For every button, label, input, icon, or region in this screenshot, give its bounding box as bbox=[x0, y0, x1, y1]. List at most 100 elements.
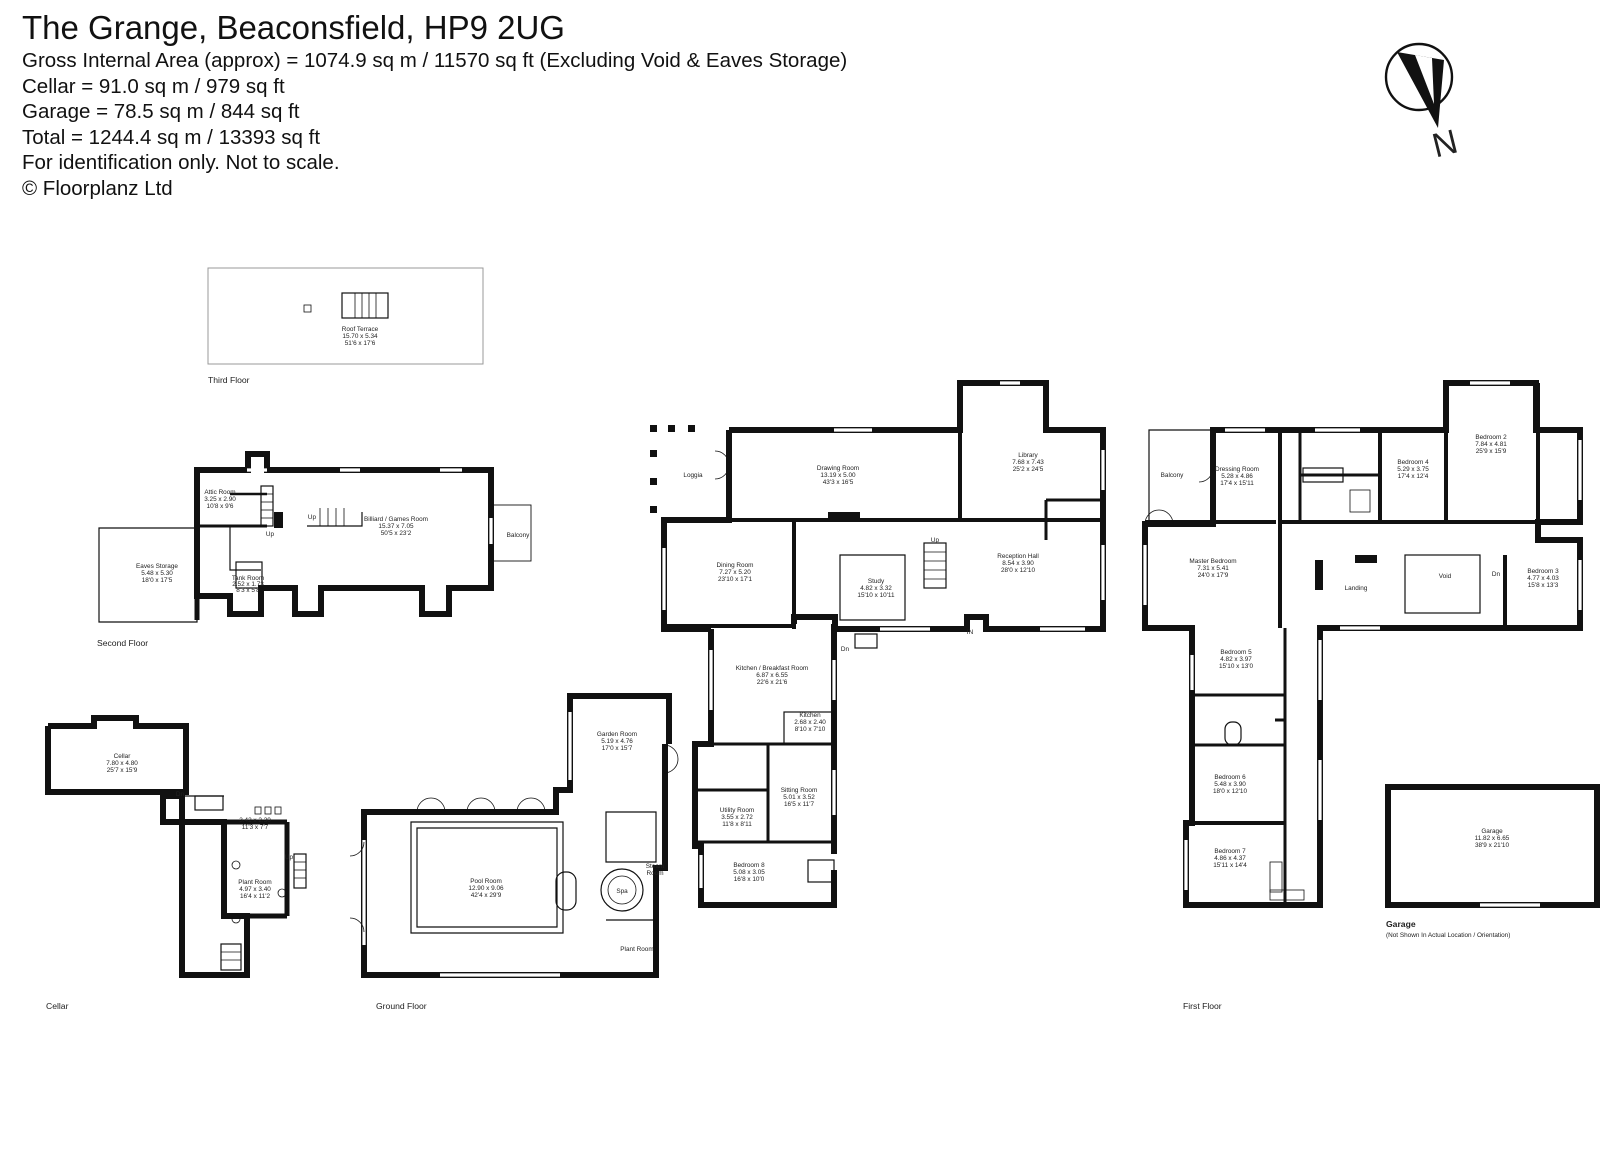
room-imperial-sitting-room: 16'5 x 11'7 bbox=[784, 801, 814, 808]
room-imperial-roof-terrace: 51'6 x 17'6 bbox=[345, 340, 376, 347]
room-name-eaves-storage: Eaves Storage bbox=[136, 563, 178, 570]
room-metric-bedroom-3: 4.77 x 4.03 bbox=[1527, 575, 1559, 582]
room-imperial-plant-room-cellar: 16'4 x 11'2 bbox=[240, 893, 270, 900]
room-name-bedroom-6: Bedroom 6 bbox=[1214, 774, 1246, 781]
room-name-bedroom-2: Bedroom 2 bbox=[1475, 434, 1507, 441]
entrance-marker: IN bbox=[967, 629, 974, 636]
room-metric-bedroom-6: 5.48 x 3.90 bbox=[1214, 781, 1246, 788]
floor-label-cellar: Cellar bbox=[46, 1001, 69, 1011]
plan-header: The Grange, Beaconsfield, HP9 2UG Gross … bbox=[22, 8, 847, 201]
floor-label-ground: Ground Floor bbox=[376, 1001, 427, 1011]
room-metric-billiard: 15.37 x 7.05 bbox=[378, 523, 414, 530]
garage-note: (Not Shown In Actual Location / Orientat… bbox=[1386, 932, 1510, 939]
cellar-area: Cellar = 91.0 sq m / 979 sq ft bbox=[22, 74, 285, 98]
room-metric-drawing-room: 13.19 x 5.00 bbox=[820, 472, 856, 479]
gross-internal-area: Gross Internal Area (approx) = 1074.9 sq… bbox=[22, 49, 848, 72]
room-name-library: Library bbox=[1018, 452, 1038, 459]
room-name-drawing-room: Drawing Room bbox=[817, 465, 859, 472]
room-imperial-study: 15'10 x 10'11 bbox=[857, 592, 895, 599]
room-metric-master-bedroom: 7.31 x 5.41 bbox=[1197, 565, 1229, 572]
floor-label-second: Second Floor bbox=[97, 638, 148, 648]
room-metric-garage: 11.82 x 6.65 bbox=[1475, 835, 1510, 842]
room-imperial-dressing-room: 17'4 x 15'11 bbox=[1220, 480, 1254, 487]
room-imperial-garage: 38'9 x 21'10 bbox=[1475, 842, 1510, 849]
room-metric-garden-room: 5.19 x 4.76 bbox=[601, 738, 633, 745]
room-metric-study: 4.82 x 3.32 bbox=[860, 585, 892, 592]
room-imperial-cellar-store: 11'3 x 7'7 bbox=[242, 824, 269, 831]
ground-floor-plan: Loggia Drawing Room 13.19 x 5.00 43'3 x … bbox=[349, 380, 1106, 1011]
north-label: N bbox=[1428, 123, 1461, 166]
property-title: The Grange, Beaconsfield, HP9 2UG bbox=[22, 9, 565, 46]
room-imperial-library: 25'2 x 24'5 bbox=[1013, 466, 1044, 473]
room-imperial-kitchen: 8'10 x 7'10 bbox=[795, 726, 826, 733]
room-name-pool-room: Pool Room bbox=[470, 878, 502, 885]
garage-plan: Garage 11.82 x 6.65 38'9 x 21'10 Garage … bbox=[1385, 784, 1600, 939]
stair-up-second-a: Up bbox=[266, 531, 275, 538]
room-metric-bedroom-4: 5.29 x 3.75 bbox=[1397, 466, 1429, 473]
room-name-billiard: Billiard / Games Room bbox=[364, 516, 428, 523]
room-metric-pool-room: 12.90 x 9.06 bbox=[468, 885, 504, 892]
room-metric-kitchen: 2.68 x 2.40 bbox=[794, 719, 826, 726]
room-name-cellar: Cellar bbox=[114, 753, 132, 760]
room-imperial-kitchen-breakfast: 22'6 x 21'6 bbox=[757, 679, 788, 686]
room-name-steam-room-a: Steam bbox=[646, 863, 664, 870]
room-name-balcony-first: Balcony bbox=[1161, 472, 1185, 479]
room-name-void: Void bbox=[1439, 573, 1452, 580]
room-name-kitchen-breakfast: Kitchen / Breakfast Room bbox=[736, 665, 808, 672]
room-metric-library: 7.68 x 7.43 bbox=[1012, 459, 1044, 466]
room-imperial-pool-room: 42'4 x 29'9 bbox=[471, 892, 502, 899]
room-name-garden-room: Garden Room bbox=[597, 731, 637, 738]
room-metric-roof-terrace: 15.70 x 5.34 bbox=[342, 333, 378, 340]
room-imperial-bedroom-5: 15'10 x 13'0 bbox=[1219, 663, 1254, 670]
floor-label-first: First Floor bbox=[1183, 1001, 1222, 1011]
stair-down-first: Dn bbox=[1492, 571, 1501, 578]
cellar-plan: Cellar 7.80 x 4.80 25'7 x 15'9 3.42 x 2.… bbox=[45, 715, 307, 1011]
room-name-bedroom-8: Bedroom 8 bbox=[733, 862, 765, 869]
floor-label-garage: Garage bbox=[1386, 919, 1416, 929]
room-imperial-bedroom-7: 15'11 x 14'4 bbox=[1213, 862, 1247, 869]
room-metric-reception-hall: 8.54 x 3.90 bbox=[1002, 560, 1034, 567]
stair-up-second-b: Up bbox=[308, 514, 317, 521]
room-name-spa: Spa bbox=[616, 888, 628, 895]
room-name-sitting-room: Sitting Room bbox=[781, 787, 818, 794]
room-metric-tank-room: 2.52 x 1.73 bbox=[232, 581, 264, 588]
room-imperial-cellar: 25'7 x 15'9 bbox=[107, 767, 138, 774]
room-metric-cellar-store: 3.42 x 2.30 bbox=[239, 817, 271, 824]
room-name-plant-room-ground: Plant Room bbox=[620, 946, 653, 953]
room-imperial-garden-room: 17'0 x 15'7 bbox=[602, 745, 633, 752]
room-imperial-bedroom-2: 25'9 x 15'9 bbox=[1476, 448, 1507, 455]
room-name-reception-hall: Reception Hall bbox=[997, 553, 1039, 560]
room-name-bedroom-5: Bedroom 5 bbox=[1220, 649, 1252, 656]
first-floor-plan: Balcony Dressing Room 5.28 x 4.86 17'4 x… bbox=[1142, 380, 1583, 1011]
room-metric-eaves-storage: 5.48 x 5.30 bbox=[141, 570, 173, 577]
room-imperial-tank-room: 8'3 x 5'8 bbox=[236, 587, 260, 594]
room-metric-bedroom-8: 5.08 x 3.05 bbox=[733, 869, 765, 876]
room-metric-bedroom-2: 7.84 x 4.81 bbox=[1475, 441, 1507, 448]
room-metric-utility-room: 3.55 x 2.72 bbox=[721, 814, 753, 821]
room-name-dressing-room: Dressing Room bbox=[1215, 466, 1259, 473]
room-imperial-billiard: 50'5 x 23'2 bbox=[381, 530, 412, 537]
room-name-bedroom-4: Bedroom 4 bbox=[1397, 459, 1429, 466]
room-metric-bedroom-7: 4.86 x 4.37 bbox=[1214, 855, 1246, 862]
room-metric-plant-room-cellar: 4.97 x 3.40 bbox=[239, 886, 271, 893]
room-name-bedroom-7: Bedroom 7 bbox=[1214, 848, 1246, 855]
copyright: © Floorplanz Ltd bbox=[22, 176, 173, 200]
stair-up-cellar: Up bbox=[285, 854, 294, 861]
stair-down-cellar: Dn bbox=[176, 791, 185, 798]
room-name-tank-room: Tank Room bbox=[232, 575, 264, 582]
room-imperial-bedroom-6: 18'0 x 12'10 bbox=[1213, 788, 1248, 795]
room-name-plant-room-cellar: Plant Room bbox=[238, 879, 271, 886]
disclaimer: For identification only. Not to scale. bbox=[22, 151, 340, 174]
room-imperial-dining-room: 23'10 x 17'1 bbox=[718, 576, 753, 583]
stair-down-ground: Dn bbox=[841, 646, 850, 653]
room-imperial-bedroom-4: 17'4 x 12'4 bbox=[1398, 473, 1429, 480]
room-name-steam-room-b: Room bbox=[646, 870, 663, 877]
room-name-study: Study bbox=[868, 578, 885, 585]
room-metric-dining-room: 7.27 x 5.20 bbox=[719, 569, 751, 576]
total-area: Total = 1244.4 sq m / 13393 sq ft bbox=[22, 125, 321, 149]
room-metric-bedroom-5: 4.82 x 3.97 bbox=[1220, 656, 1252, 663]
room-metric-cellar: 7.80 x 4.80 bbox=[106, 760, 138, 767]
room-metric-dressing-room: 5.28 x 4.86 bbox=[1221, 473, 1253, 480]
room-name-kitchen: Kitchen bbox=[799, 712, 821, 719]
